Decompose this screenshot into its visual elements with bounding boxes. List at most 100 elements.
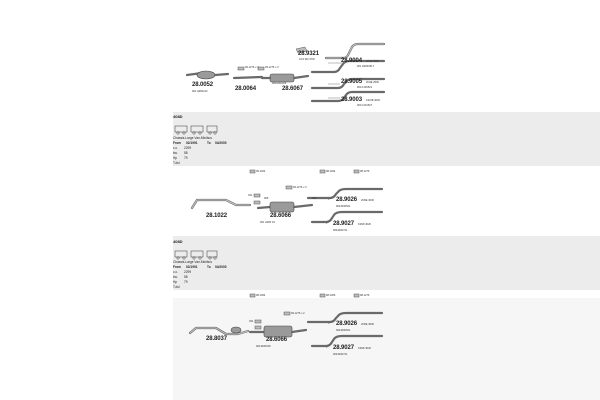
s1-caption-t2: 98.1024 — [326, 170, 336, 173]
top-caption-p3b: 9014 000521 — [357, 86, 373, 89]
s2-top-fittings — [249, 293, 360, 298]
top-caption-p6b: 99.1276 x 3 — [265, 66, 279, 69]
s1-caption-t1: 99.1024 — [256, 170, 266, 173]
top-caption-p4b: 9014 001527 — [357, 104, 373, 107]
s2-clamp-3 — [283, 311, 291, 316]
s1-muffler — [269, 201, 295, 213]
s1-to-value: 04/2000 — [215, 141, 227, 145]
s2-part-28-9026[interactable]: 28.9026 — [336, 321, 357, 327]
s1-part-28-1022[interactable]: 28.1022 — [206, 213, 227, 219]
s2-caption-d1b: 9044000721 — [333, 353, 348, 356]
s1-caption-b1: 901 H000 19 — [260, 221, 275, 224]
s1-caption-d1: K2N8 4020 — [358, 223, 371, 226]
top-tailpipe-3 — [310, 77, 386, 90]
s2-part-28-8037[interactable]: 28.8037 — [206, 336, 227, 342]
s1-van-icon-2 — [190, 125, 204, 135]
s1-van-icon-3 — [206, 125, 218, 135]
top-tailpipe-2 — [310, 59, 386, 74]
s1-caption-m2: 905 — [264, 197, 269, 200]
s1-body-type: Chassis-Large Van-Minibus — [173, 136, 212, 140]
s1-front-pipe — [190, 198, 252, 210]
s1-fuel: T.dsl — [173, 161, 180, 165]
s1-from-label: From — [173, 141, 181, 145]
s2-caption-c1: 2N6E 3000 — [361, 323, 374, 326]
s1-cc-value: 2299 — [184, 146, 192, 150]
s1-part-28-9027[interactable]: 28.9027 — [333, 221, 354, 227]
top-part-28-9321[interactable]: 28.9321 — [298, 51, 319, 57]
s1-model: 408D — [173, 114, 183, 119]
s1-cc-label: c.c. — [173, 146, 178, 150]
top-tailpipe-4 — [310, 90, 386, 103]
top-caption-p5: 901 H#00212 — [192, 90, 208, 93]
s2-caption-t3: 98.1276 — [360, 294, 370, 297]
top-middle-pipe — [232, 75, 264, 80]
s1-from-value: 02/1991 — [186, 141, 198, 145]
s1-kw-label: kw. — [173, 151, 178, 155]
s1-to-label: To — [207, 141, 211, 145]
s2-cc-label: c.c. — [173, 270, 178, 274]
s1-hp-label: Hp — [173, 156, 178, 160]
top-catalyst — [196, 70, 216, 80]
s1-clamp-1 — [253, 193, 261, 198]
top-part-28-6067[interactable]: 28.6067 — [282, 86, 303, 92]
section-2-header-band — [173, 236, 600, 290]
top-part-28-9003[interactable]: 28.9003 — [341, 97, 362, 103]
s1-clamp-2 — [253, 200, 261, 205]
s2-caption-d1: K2N8 4020 — [358, 347, 371, 350]
top-part-28-9005[interactable]: 28.9005 — [341, 79, 362, 85]
s2-body-type: Chassis-Large Van-Minibus — [173, 260, 212, 264]
s1-tailpipe-2 — [310, 210, 384, 224]
s2-to-label: To — [207, 265, 211, 269]
top-part-28-0064[interactable]: 28.0064 — [235, 86, 256, 92]
s2-part-28-9027[interactable]: 28.9027 — [333, 345, 354, 351]
s1-part-28-9026[interactable]: 28.9026 — [336, 197, 357, 203]
s2-clamp-1 — [254, 319, 262, 324]
s1-hp-value: 79 — [184, 156, 188, 160]
top-connector-part — [295, 46, 308, 54]
s2-caption-b2: 451 — [249, 320, 254, 323]
section-2-lower-band — [173, 298, 600, 400]
s1-part-28-6066[interactable]: 28.6066 — [270, 213, 291, 219]
s2-kw-label: kw. — [173, 275, 178, 279]
s1-van-icon-1 — [174, 125, 188, 135]
s1-caption-b2: 451 — [248, 194, 253, 197]
s2-van-icon-3 — [206, 250, 218, 260]
s1-caption-m: 99.1276 x 3 — [293, 186, 307, 189]
s2-van-icon-1 — [174, 250, 188, 260]
s2-hp-label: Hp — [173, 280, 178, 284]
section-1-header-band — [173, 112, 600, 166]
s1-clamp-3 — [285, 185, 293, 190]
top-caption-p1: 44.6 W2 37W — [299, 58, 315, 61]
s2-hp-value: 79 — [184, 280, 188, 284]
s2-from-value: 02/1991 — [186, 265, 198, 269]
s2-caption-t2: 98.1366 — [326, 294, 336, 297]
s2-cc-value: 2299 — [184, 270, 192, 274]
top-caption-p2: 2P6E 3000 — [366, 60, 379, 63]
s1-caption-c1: 2N6E 3000 — [361, 199, 374, 202]
top-tailpipe-1 — [324, 42, 386, 60]
s2-caption-m: 99.1276 x 2 — [291, 312, 305, 315]
top-caption-p3: 2N4E 2500 — [366, 81, 379, 84]
s1-top-fittings — [249, 169, 360, 174]
s2-caption-t1: 98.1054 — [256, 294, 266, 297]
s1-tailpipe-1 — [306, 187, 384, 200]
s2-tailpipe-2 — [310, 334, 384, 348]
top-clamp-2 — [257, 66, 265, 71]
s1-caption-t3: 98.1276 — [360, 170, 370, 173]
s2-from-label: From — [173, 265, 181, 269]
s2-fuel: T.dsl — [173, 285, 180, 289]
s2-model: 408D — [173, 239, 183, 244]
s2-muffler — [263, 325, 293, 338]
top-caption-p4: K2UIB 4026 — [366, 99, 380, 102]
s1-caption-d1b: 9044000721 — [333, 229, 348, 232]
s2-kw-value: 58 — [184, 275, 188, 279]
top-part-28-0052[interactable]: 28.0052 — [192, 82, 213, 88]
top-centre-muffler — [269, 73, 295, 83]
s1-kw-value: 58 — [184, 151, 188, 155]
s2-caption-c1b: 9044000521 — [336, 329, 351, 332]
s2-flex-joint — [230, 326, 242, 334]
s2-part-28-6066[interactable]: 28.6066 — [266, 337, 287, 343]
top-part-28-9004[interactable]: 28.9004 — [341, 58, 362, 64]
s2-caption-b1: 9014000018 — [256, 345, 271, 348]
